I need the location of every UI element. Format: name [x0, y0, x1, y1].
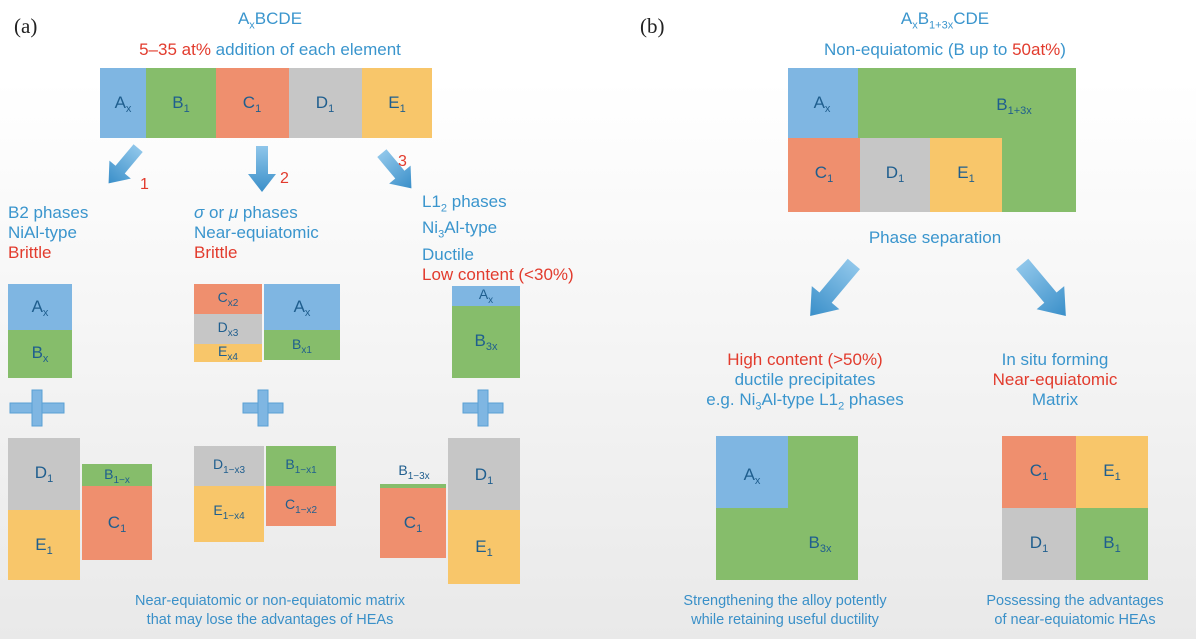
- plus-icon-2: [242, 389, 284, 427]
- arrow-2-icon: [248, 146, 276, 192]
- col1-top-block: Ax Bx: [8, 284, 72, 378]
- col1-bottom-block: D1 E1 B1−x C1: [8, 438, 152, 580]
- cell-label-c1: C1: [242, 92, 262, 116]
- arrow-right-icon: [1016, 258, 1066, 317]
- arrow-3-icon: [377, 149, 412, 189]
- arrow-1-icon: [108, 144, 143, 184]
- panel-b-composition-block: Ax B1+3x C1 D1 E1: [788, 68, 1076, 212]
- panel-b-right-caption: Possessing the advantages of near-equiat…: [986, 593, 1164, 628]
- panel-a-caption: Near-equiatomic or non-equiatomic matrix…: [135, 593, 405, 628]
- panel-a-subtitle: 5–35 at% addition of each element: [139, 40, 401, 59]
- route-3-text: L12 phases Ni3Al-type Ductile Low conten…: [422, 192, 574, 284]
- col2-top-block: Cx2 Dx3 Ex4 Ax Bx1: [194, 284, 340, 363]
- route-1-text: B2 phases NiAl-type Brittle: [8, 203, 89, 262]
- panel-b-left-caption: Strengthening the alloy potently while r…: [683, 593, 887, 628]
- panel-b-left-text: High content (>50%) ductile precipitates…: [706, 350, 904, 413]
- panel-b-label: (b): [640, 14, 665, 38]
- arrow-left-icon: [810, 258, 860, 317]
- panel-a-label: (a): [14, 14, 38, 38]
- cell-label-d1: D1: [315, 92, 335, 116]
- cell-label-e1: E1: [388, 92, 406, 116]
- plus-icon-3: [462, 389, 504, 427]
- cell-label-b1: B1: [172, 92, 190, 116]
- plus-icon-1: [9, 389, 65, 427]
- route-number-3: 3: [398, 153, 407, 170]
- cell-label-ax: Ax: [114, 92, 132, 116]
- route-number-1: 1: [140, 176, 149, 193]
- col3-bottom-block: B1−3x C1 D1 E1: [380, 438, 520, 584]
- route-number-2: 2: [280, 170, 289, 187]
- panel-a-composition-bar: Ax B1 C1 D1 E1: [100, 68, 432, 138]
- panel-b-right-block: C1 E1 D1 B1: [1002, 436, 1148, 580]
- panel-b-left-block: Ax B3x: [716, 436, 858, 580]
- panel-b-right-text: In situ forming Near-equiatomic Matrix: [992, 350, 1118, 409]
- panel-b-subtitle: Non-equiatomic (B up to 50at%): [824, 40, 1066, 59]
- panel-a-formula: AxBCDE: [237, 9, 303, 32]
- phase-separation-label: Phase separation: [868, 228, 1002, 247]
- panel-b-formula: AxB1+3xCDE: [900, 9, 990, 32]
- col2-bottom-block: D1−x3 E1−x4 B1−x1 C1−x2: [194, 446, 336, 542]
- col3-top-block: Ax B3x: [452, 286, 520, 378]
- route-2-text: σ or μ phases Near-equiatomic Brittle: [194, 203, 319, 262]
